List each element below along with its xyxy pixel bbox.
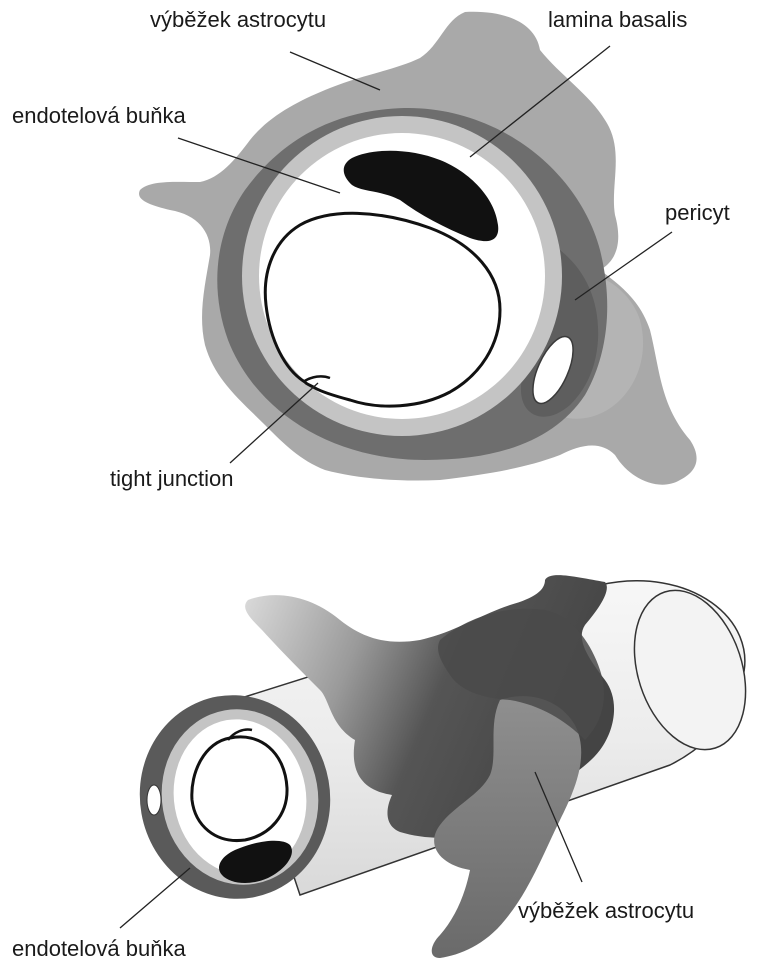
cross-section-diagram: výběžek astrocytu lamina basalis endotel… [12,7,730,491]
label-pericyte: pericyt [665,200,730,225]
leader-endothelial-bottom [120,868,190,928]
label-endothelial-cell-bottom: endotelová buňka [12,936,186,961]
label-tight-junction: tight junction [110,466,234,491]
label-endothelial-cell-top: endotelová buňka [12,103,186,128]
leader-astrocyte-top [290,52,380,90]
vessel-near-pericyte [147,785,161,815]
vessel-3d-diagram: výběžek astrocytu endotelová buňka [12,575,758,961]
label-astrocyte-process-bottom: výběžek astrocytu [518,898,694,923]
label-basal-lamina: lamina basalis [548,7,687,32]
label-astrocyte-process-top: výběžek astrocytu [150,7,326,32]
